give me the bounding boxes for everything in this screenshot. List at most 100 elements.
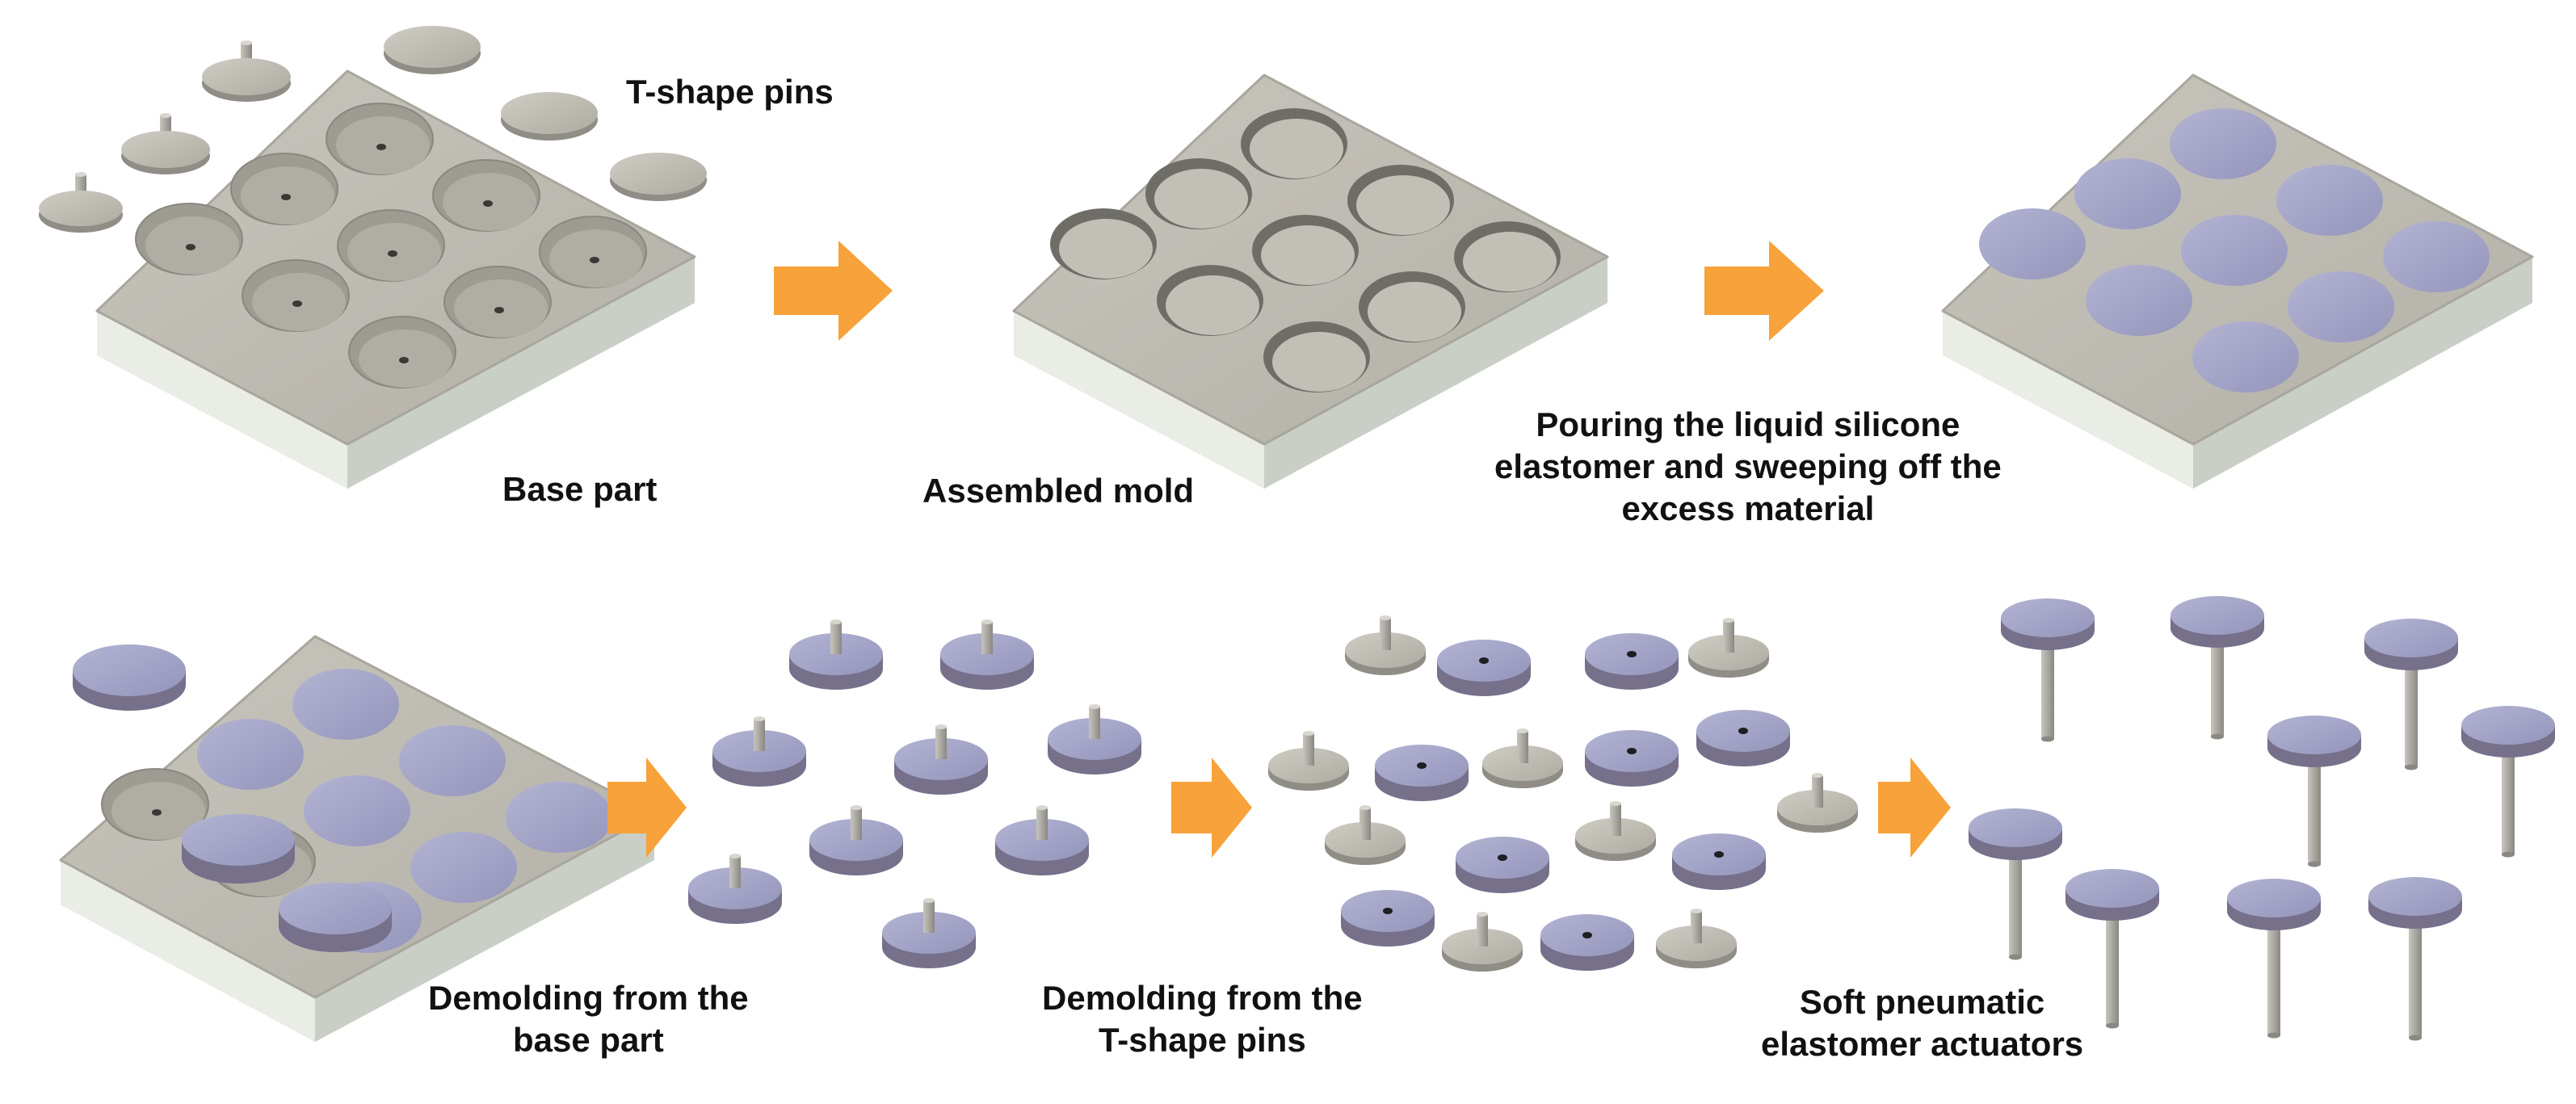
t-pin <box>1777 773 1858 833</box>
elastomer-fill <box>2276 165 2383 236</box>
mold-cavity <box>326 103 434 175</box>
mold-cavity <box>1347 165 1454 236</box>
t-shape-pins-group <box>39 26 707 233</box>
elastomer-disc <box>1341 890 1435 947</box>
mold-cavity <box>1157 265 1263 336</box>
elastomer-fill <box>1979 208 2086 279</box>
mold-cavity <box>230 153 338 225</box>
elastomer-disc-with-pin <box>894 724 988 795</box>
t-pin <box>39 172 123 233</box>
elastomer-disc <box>1585 730 1679 787</box>
label-demold-base: Demolding from the base part <box>428 979 749 1059</box>
demolded-discs-with-pins <box>688 619 1141 968</box>
elastomer-fill <box>2288 271 2394 342</box>
mold-cavity <box>1241 108 1347 179</box>
elastomer-fill <box>2074 158 2181 229</box>
arrow-3 <box>607 758 687 858</box>
soft-actuator <box>2065 869 2159 1029</box>
mold-cavity <box>101 768 209 841</box>
arrow-4 <box>1171 758 1252 858</box>
elastomer-disc-with-pin <box>809 805 903 875</box>
mold-cavity <box>135 203 243 275</box>
elastomer-fill <box>292 669 399 740</box>
elastomer-fill <box>2170 108 2276 179</box>
elastomer-disc <box>1585 633 1679 690</box>
elastomer-fill <box>2086 265 2192 336</box>
elastomer-fill <box>2383 221 2490 292</box>
elastomer-disc-with-pin <box>940 619 1034 690</box>
t-pin <box>121 113 210 174</box>
label-actuators: Soft pneumatic elastomer actuators <box>1761 983 2084 1063</box>
mold-cavity <box>539 216 647 288</box>
elastomer-disc <box>1437 640 1531 696</box>
soft-actuator <box>2001 598 2095 742</box>
plate-front-left <box>97 311 347 489</box>
mold-cavity <box>1050 208 1157 279</box>
arrow-5 <box>1878 758 1951 858</box>
t-pin-flipped <box>610 153 707 201</box>
t-pin <box>1688 618 1769 678</box>
elastomer-disc <box>1696 710 1790 766</box>
elastomer-fill <box>2192 321 2299 392</box>
arrow-2 <box>1704 241 1824 341</box>
mold-cavity <box>348 316 456 388</box>
elastomer-disc-with-pin <box>688 854 782 924</box>
mold-cavity <box>443 266 552 338</box>
elastomer-disc <box>279 883 392 952</box>
t-pin <box>202 40 291 102</box>
elastomer-disc <box>1375 745 1469 801</box>
t-pin <box>1482 728 1563 788</box>
t-pin <box>1268 731 1349 791</box>
mold-cavity <box>242 259 350 332</box>
elastomer-disc <box>1456 837 1549 893</box>
mold-cavity <box>1145 158 1252 229</box>
soft-actuator <box>1969 808 2062 960</box>
mold-cavity <box>432 159 540 232</box>
separated-discs-and-pins <box>1268 615 1858 972</box>
mold-cavity <box>1263 321 1370 392</box>
elastomer-fill <box>304 775 410 846</box>
elastomer-disc <box>1540 914 1634 971</box>
elastomer-fill <box>506 782 612 853</box>
elastomer-fill <box>410 832 517 903</box>
t-pin <box>1656 909 1737 968</box>
elastomer-fill <box>197 719 304 790</box>
label-t-shape-pins: T-shape pins <box>626 73 834 111</box>
assembled-mold-cavities <box>1050 108 1561 392</box>
elastomer-disc-with-pin <box>712 716 806 787</box>
soft-actuator <box>2461 706 2555 858</box>
elastomer-fill <box>2181 215 2288 286</box>
elastomer-fill <box>399 725 506 796</box>
t-pin-flipped <box>384 26 481 74</box>
mold-cavity <box>1454 221 1561 292</box>
soft-actuator <box>2267 716 2361 867</box>
elastomer-disc-with-pin <box>1048 704 1141 774</box>
filled-mold-elastomer <box>1979 108 2490 392</box>
elastomer-disc-with-pin <box>995 805 1089 875</box>
t-pin <box>1345 615 1426 675</box>
mold-cavity <box>1252 215 1359 286</box>
plate-front-right <box>347 258 695 489</box>
elastomer-disc <box>182 814 295 884</box>
mold-cavity <box>1359 271 1465 342</box>
soft-actuator <box>2170 596 2264 740</box>
t-pin <box>1442 912 1523 972</box>
mold-cavity <box>337 209 445 282</box>
elastomer-disc-with-pin <box>882 898 976 968</box>
elastomer-disc <box>1672 833 1766 890</box>
label-base-part: Base part <box>502 470 658 508</box>
soft-actuator <box>2364 619 2458 770</box>
elastomer-disc <box>73 644 186 711</box>
arrow-1 <box>774 241 893 341</box>
soft-actuator <box>2227 879 2321 1039</box>
t-pin <box>1325 805 1406 865</box>
elastomer-disc-with-pin <box>789 619 883 690</box>
label-assembled-mold: Assembled mold <box>922 472 1195 510</box>
soft-actuators-group <box>1969 596 2555 1041</box>
t-pin-flipped <box>501 92 598 141</box>
soft-actuator <box>2368 877 2462 1041</box>
label-demold-pins: Demolding from the T-shape pins <box>1042 979 1363 1059</box>
lifted-elastomer-discs <box>73 644 392 952</box>
label-pouring: Pouring the liquid silicone elastomer an… <box>1494 405 2002 527</box>
